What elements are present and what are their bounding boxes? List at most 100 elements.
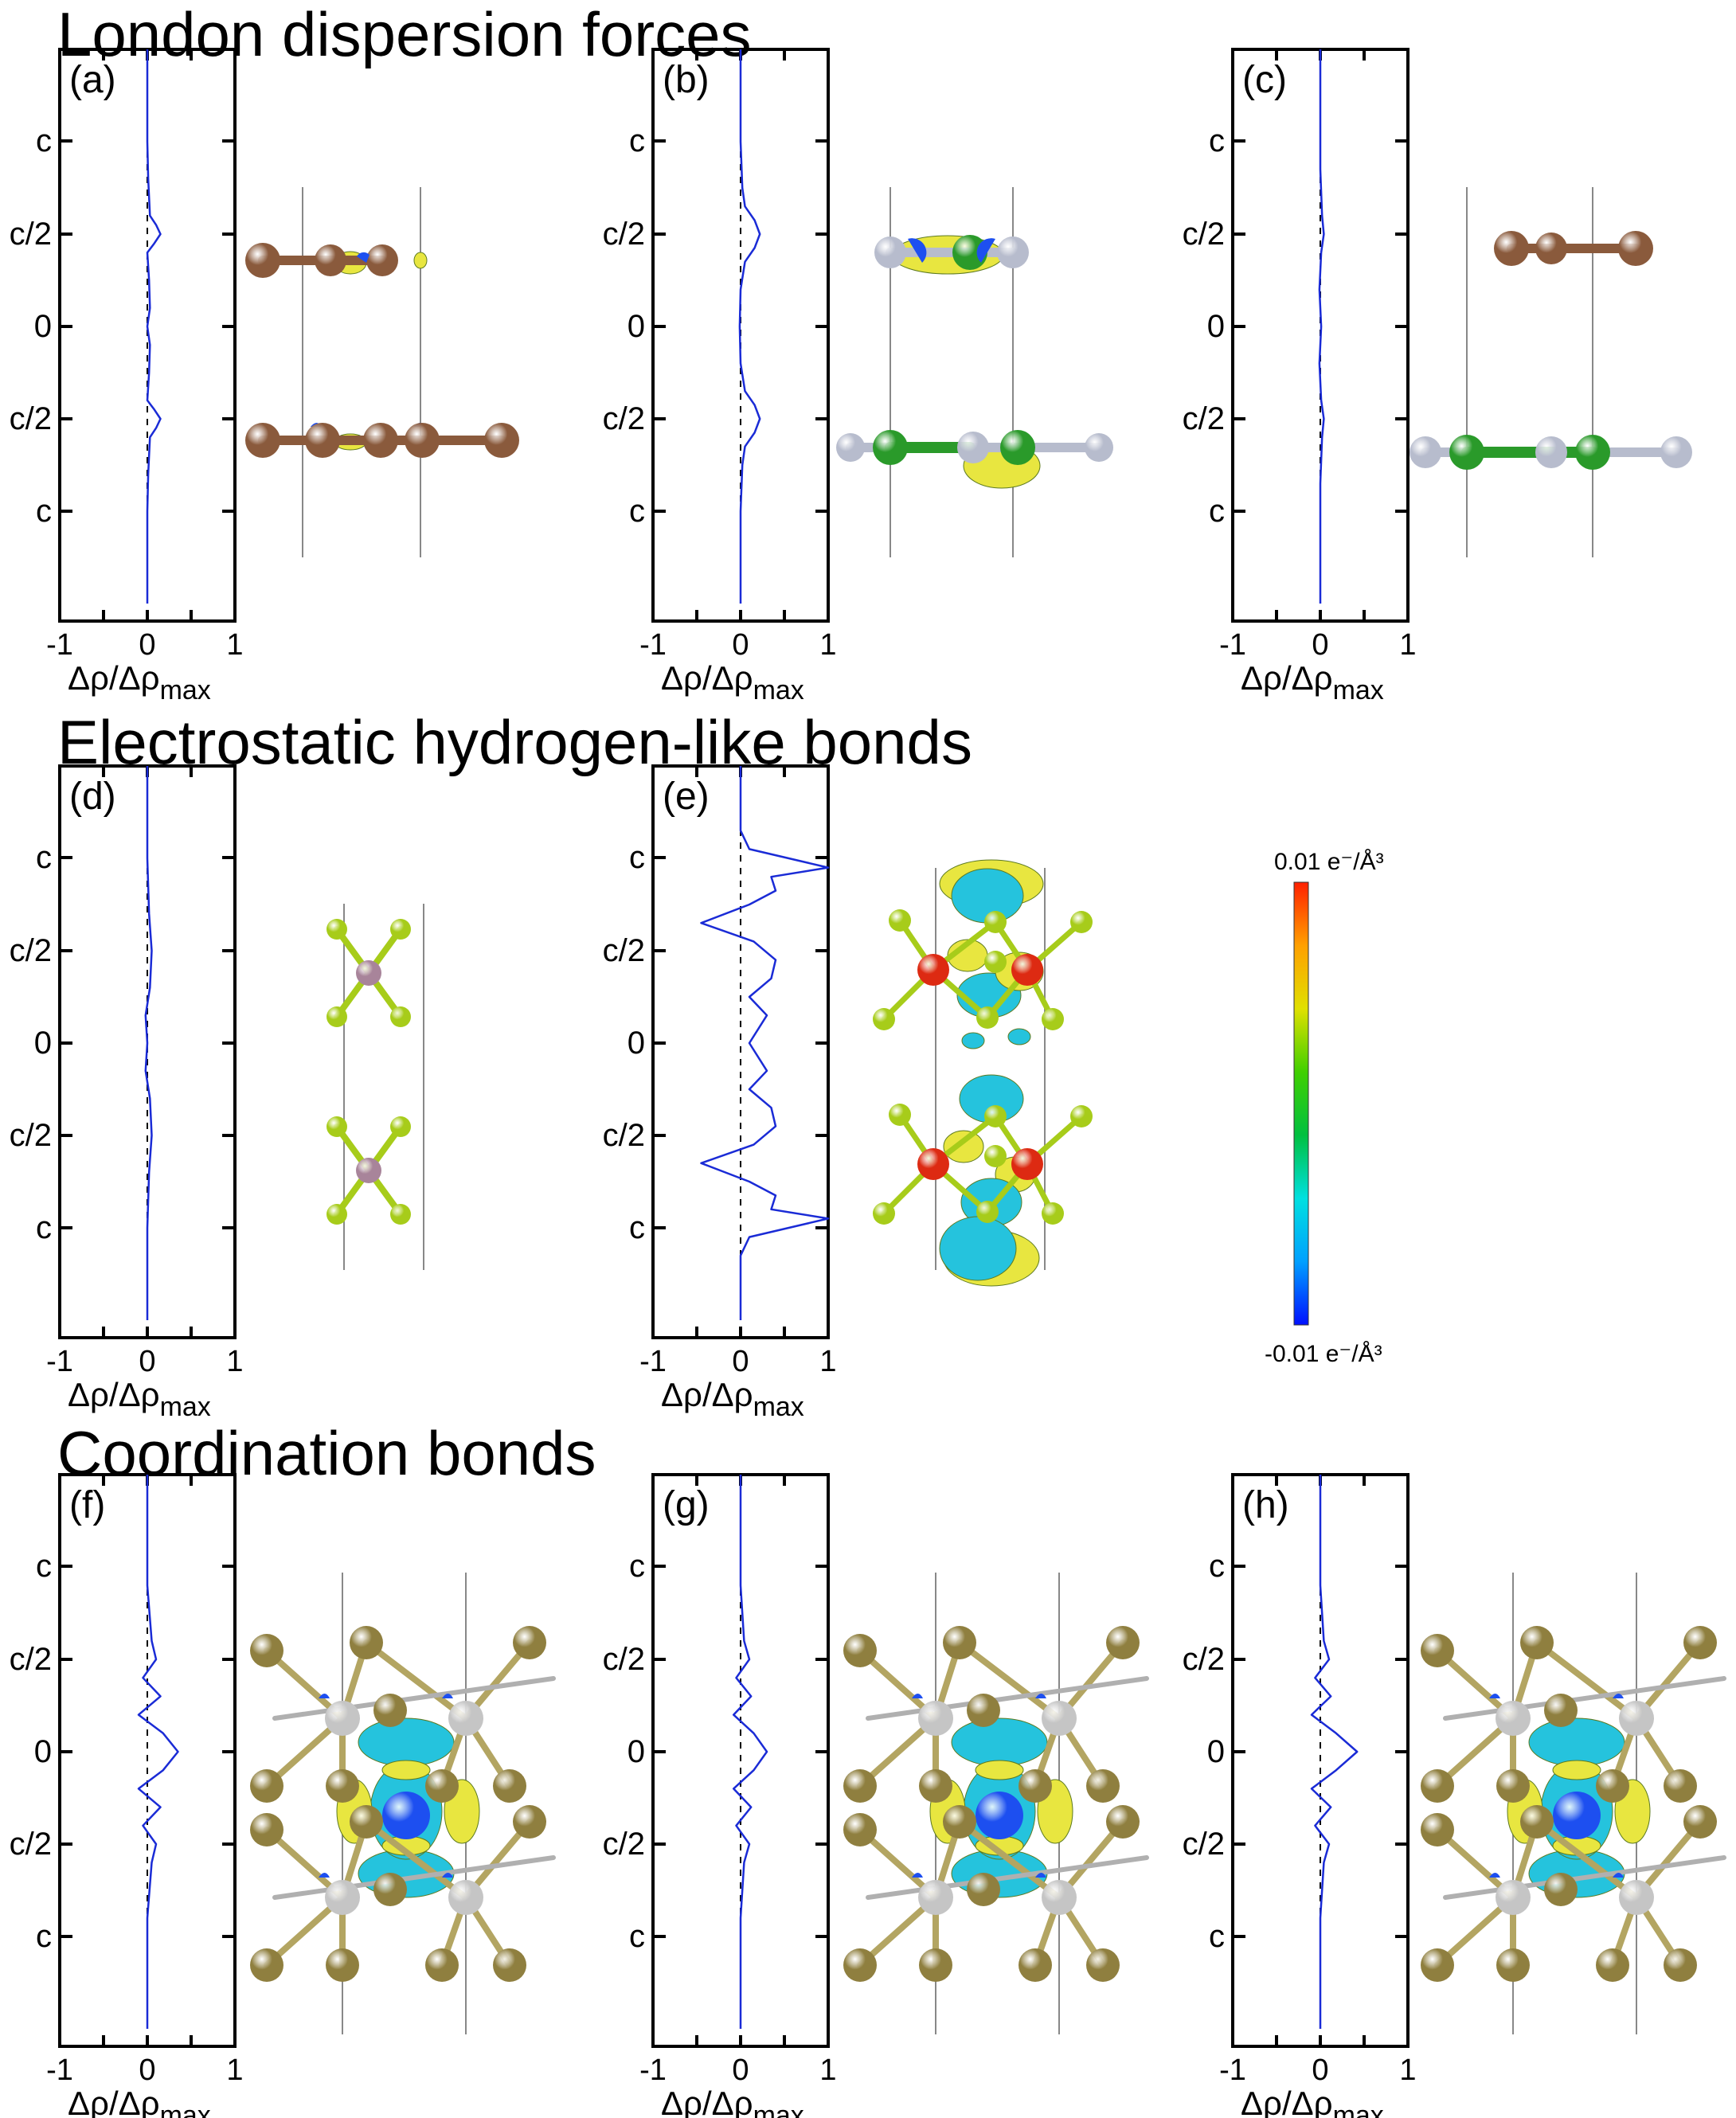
bond [363,1819,469,1901]
series-line [144,766,153,1320]
red-atom [917,954,949,986]
y-tick-label: c/2 [10,933,52,968]
x-tick-label: -1 [639,1345,667,1378]
panel-label: (b) [663,59,710,101]
ligand-atom [1664,1948,1697,1982]
x-axis-label-sub: max [753,1392,804,1422]
ligand-atom [1496,1948,1530,1982]
x-tick-label: 1 [819,2054,836,2087]
isosurface [381,1760,431,1780]
mauve-atom [356,1158,381,1183]
silver-atom [997,236,1029,268]
x-tick-label: 0 [732,1345,749,1378]
brown-atom [1494,231,1529,266]
ligand-atom [967,1873,1000,1906]
y-tick-label: 0 [34,1734,52,1769]
x-tick-label: 1 [1399,628,1416,662]
lime-atom [390,1006,411,1027]
lime-atom [984,911,1007,933]
ligand-atom [1421,1813,1454,1846]
x-axis-label-sub: max [160,1392,211,1422]
ligand-atom [1019,1769,1052,1803]
ligand-atom [919,1769,952,1803]
y-tick-label: 0 [628,1734,645,1769]
brown-atom [1535,233,1567,264]
isosurface-negative [357,252,369,263]
ligand-atom [1496,1769,1530,1803]
x-axis-label: Δρ/Δρmax [68,659,211,705]
panel-label: (d) [69,776,116,818]
ligand-atom [493,1948,526,1982]
metal-atom [1496,1701,1531,1736]
x-axis-label: Δρ/Δρmax [1241,2085,1384,2118]
ligand-atom [1596,1948,1629,1982]
isosurface [943,1130,984,1163]
y-tick-label: c/2 [603,217,645,252]
ligand-atom [943,1626,976,1659]
colorbar-max-label: 0.01 e⁻/Å³ [1274,849,1384,875]
ligand-atom [1520,1805,1554,1839]
green-atom [952,235,987,270]
ligand-atom [843,1948,877,1982]
ligand-atom [1086,1948,1120,1982]
lime-atom [889,909,911,932]
lime-atom [1042,1202,1064,1225]
lime-atom [1070,1105,1093,1127]
isosurface [939,1216,1017,1281]
y-tick-label: c/2 [1183,401,1225,436]
x-tick-label: 1 [819,1345,836,1378]
metal-atom [448,1880,483,1915]
y-tick-label: c/2 [10,1118,52,1153]
metal-atom [1619,1880,1654,1915]
y-tick-label: c/2 [10,217,52,252]
ligand-atom [1596,1769,1629,1803]
x-tick-label: -1 [1219,628,1246,662]
x-tick-label: -1 [639,628,667,662]
metal-atom [448,1701,483,1736]
lime-atom [976,1201,999,1223]
y-tick-label: c/2 [10,1642,52,1677]
bond [956,1819,1062,1901]
x-axis-label-sub: max [160,2100,211,2118]
y-tick-label: c/2 [603,1118,645,1153]
lime-atom [326,1116,347,1137]
bond [956,1639,1062,1721]
y-tick-label: c [629,1919,645,1954]
y-tick-label: c [36,1210,52,1245]
ligand-atom [843,1634,877,1667]
x-axis-label-sub: max [1333,675,1384,705]
bond [1534,1819,1640,1901]
ligand-atom [326,1948,359,1982]
x-axis-label: Δρ/Δρmax [68,1376,211,1422]
x-tick-label: 0 [139,628,155,662]
ligand-atom [1683,1626,1717,1659]
y-tick-label: c [629,494,645,529]
x-tick-label: -1 [1219,2054,1246,2087]
isosurface [413,252,428,269]
x-tick-label: 0 [1312,628,1328,662]
ligand-atom [1520,1626,1554,1659]
bond [866,1855,1149,1900]
y-tick-label: 0 [1207,1734,1225,1769]
y-tick-label: c/2 [603,933,645,968]
x-tick-label: 1 [1399,2054,1416,2087]
x-tick-label: 0 [1312,2054,1328,2087]
green-atom [1449,435,1484,470]
panel-label: (c) [1242,59,1287,101]
ligand-atom [326,1769,359,1803]
y-tick-label: c [629,840,645,875]
x-tick-label: 1 [226,1345,243,1378]
red-atom [1011,1148,1043,1180]
silver-atom [1410,436,1441,468]
y-tick-label: c/2 [603,1827,645,1862]
ligand-atom [919,1948,952,1982]
ligand-atom [250,1634,283,1667]
ligand-atom [513,1805,546,1839]
panel-label: (a) [69,59,116,101]
silver-atom [874,236,906,268]
y-tick-label: 0 [1207,309,1225,344]
ligand-atom [967,1694,1000,1727]
y-tick-label: c [36,494,52,529]
y-tick-label: c [629,123,645,158]
